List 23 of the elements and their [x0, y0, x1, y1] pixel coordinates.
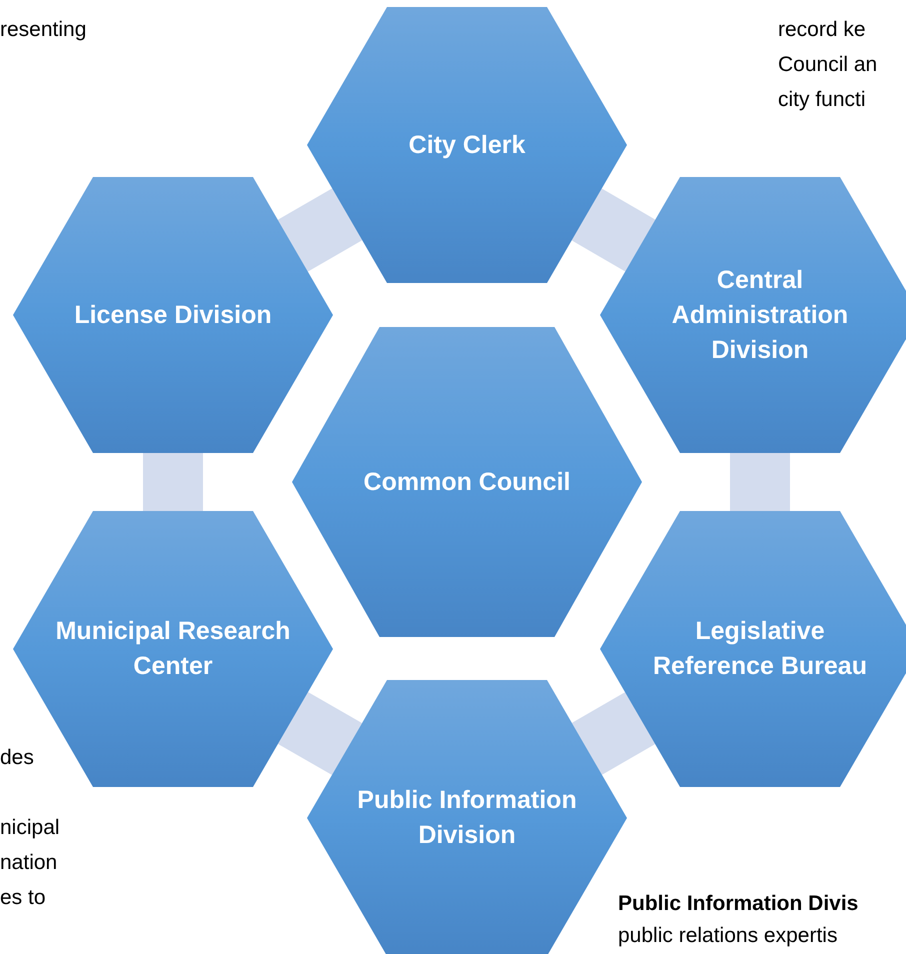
hexagon-node [600, 511, 906, 787]
hexagon-node [307, 7, 627, 283]
node-label: Common Council [362, 466, 572, 498]
connector-band [278, 188, 362, 272]
hexagon-node [292, 327, 642, 637]
description-text: record ke Council an city functi [778, 17, 878, 113]
node-label: Municipal Research Center [54, 616, 292, 682]
connector-band [572, 188, 656, 272]
description-text: resenting [0, 17, 86, 43]
connector-band [278, 692, 362, 776]
description-text: Public Information Divis public relations expertis [618, 891, 860, 949]
hexagon-node [600, 177, 906, 453]
description-text: des [0, 745, 34, 771]
node-label: Central Administration Division [670, 264, 850, 366]
node-label: Public Information Division [356, 785, 578, 851]
description-text: nicipal nation es to [0, 815, 61, 911]
connector-band [572, 692, 656, 775]
node-label: City Clerk [408, 130, 526, 160]
hexagon-node [13, 177, 333, 453]
node-label: Legislative Reference Bureau [652, 616, 868, 682]
connector-band [730, 453, 790, 511]
node-label: License Division [73, 300, 273, 330]
connector-band [143, 453, 203, 511]
